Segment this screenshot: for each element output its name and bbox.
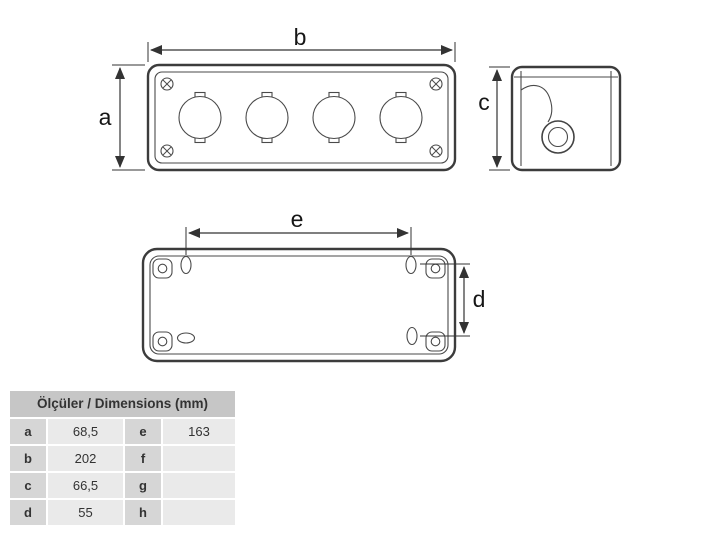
dim-value-d: 55 xyxy=(48,500,123,525)
button-hole xyxy=(245,91,289,144)
enclosure-technical-drawing: b a c xyxy=(99,24,622,363)
corner-screw-icon xyxy=(160,77,174,91)
dim-key-c: c xyxy=(10,473,46,498)
dim-label-d: d xyxy=(473,286,486,312)
button-hole xyxy=(312,91,356,144)
dim-key-b: b xyxy=(10,446,46,471)
front-view xyxy=(146,63,457,172)
dim-key-g: g xyxy=(125,473,161,498)
dim-value-a: 68,5 xyxy=(48,419,123,444)
dim-key-e: e xyxy=(125,419,161,444)
dimension-e: e xyxy=(185,206,412,255)
mounting-slot xyxy=(406,326,418,346)
back-inner-outline xyxy=(149,255,449,355)
button-hole xyxy=(178,91,222,144)
mounting-slot xyxy=(405,255,417,275)
side-outline xyxy=(510,65,622,172)
mounting-slot xyxy=(176,332,196,344)
side-view xyxy=(510,65,622,172)
dim-label-e: e xyxy=(291,206,304,232)
dim-value-h xyxy=(163,500,235,525)
front-inner-outline xyxy=(154,71,449,164)
dimensions-table: Ölçüler / Dimensions (mm) a 68,5 e 163 b… xyxy=(10,391,235,525)
dim-key-a: a xyxy=(10,419,46,444)
dim-label-c: c xyxy=(478,89,490,115)
corner-boss xyxy=(425,258,446,279)
table-header: Ölçüler / Dimensions (mm) xyxy=(10,391,235,417)
dim-label-a: a xyxy=(99,104,112,130)
dim-key-f: f xyxy=(125,446,161,471)
corner-boss xyxy=(425,331,446,352)
mounting-slot xyxy=(180,255,192,275)
dim-value-c: 66,5 xyxy=(48,473,123,498)
corner-boss xyxy=(152,331,173,352)
corner-screw-icon xyxy=(429,144,443,158)
dimension-a: a xyxy=(99,64,145,171)
dimension-d: d xyxy=(420,263,486,337)
dim-key-d: d xyxy=(10,500,46,525)
side-body-curve xyxy=(520,84,553,123)
dim-value-e: 163 xyxy=(163,419,235,444)
dim-key-h: h xyxy=(125,500,161,525)
dim-label-b: b xyxy=(294,24,307,50)
dimension-b: b xyxy=(147,24,456,62)
corner-screw-icon xyxy=(160,144,174,158)
dimension-c: c xyxy=(478,66,510,171)
corner-boss xyxy=(152,258,173,279)
back-view xyxy=(141,247,457,363)
dim-value-f xyxy=(163,446,235,471)
table-body: a 68,5 e 163 b 202 f c 66,5 g d 55 h xyxy=(10,419,235,525)
button-hole xyxy=(379,91,423,144)
dim-value-b: 202 xyxy=(48,446,123,471)
dim-value-g xyxy=(163,473,235,498)
corner-screw-icon xyxy=(429,77,443,91)
cable-gland-inner xyxy=(547,126,569,148)
